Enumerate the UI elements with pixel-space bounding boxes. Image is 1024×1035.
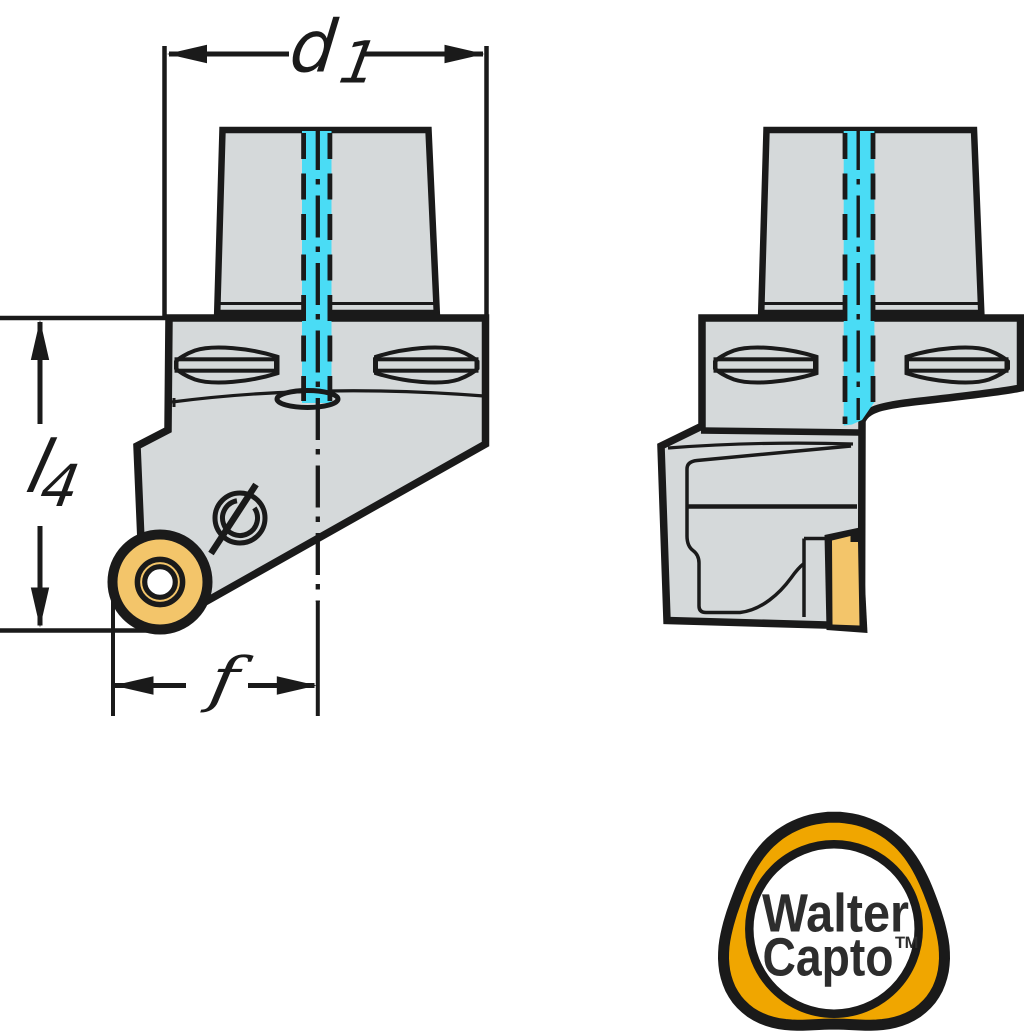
d1-label-sub: 1 xyxy=(335,29,384,97)
d1-arrow-left xyxy=(167,44,207,64)
front-screw-symbol xyxy=(208,482,268,556)
front-insert-ring xyxy=(134,556,186,608)
f-label: f xyxy=(199,645,256,715)
side-left-groove xyxy=(713,345,819,385)
logo-inner-circle xyxy=(745,840,923,1018)
side-hidden-bore-dashes xyxy=(842,133,876,424)
front-round-insert xyxy=(107,529,213,635)
side-insert-face xyxy=(832,536,860,626)
d1-label: d xyxy=(286,5,342,89)
logo-walter-text: Walter xyxy=(762,884,909,944)
dimension-d1: d 1 xyxy=(162,5,489,316)
front-bore-ellipse xyxy=(274,388,341,410)
side-head-body xyxy=(657,314,1024,630)
d1-arrow-right xyxy=(444,44,485,64)
f-arrow-right xyxy=(276,676,317,695)
front-hidden-bore-dashes xyxy=(301,133,333,401)
l4-arrow-up xyxy=(30,320,50,360)
f-arrow-left xyxy=(113,676,154,695)
front-right-groove xyxy=(373,345,480,385)
side-right-groove xyxy=(904,345,1010,385)
side-pocket-contour xyxy=(685,444,852,615)
side-flange-bottom-edge xyxy=(700,427,860,436)
walter-capto-logo: Walter Capto TM xyxy=(717,811,951,1031)
logo-capto-text: Capto xyxy=(763,928,894,988)
front-view xyxy=(107,126,490,716)
front-left-groove xyxy=(174,345,280,385)
logo-trademark: TM xyxy=(895,934,918,952)
side-view xyxy=(657,126,1024,633)
front-insert-hub xyxy=(142,564,178,600)
l4-arrow-down xyxy=(30,587,50,628)
side-face-line xyxy=(667,441,854,450)
side-insert xyxy=(824,527,868,633)
side-seat-lines xyxy=(802,536,826,617)
